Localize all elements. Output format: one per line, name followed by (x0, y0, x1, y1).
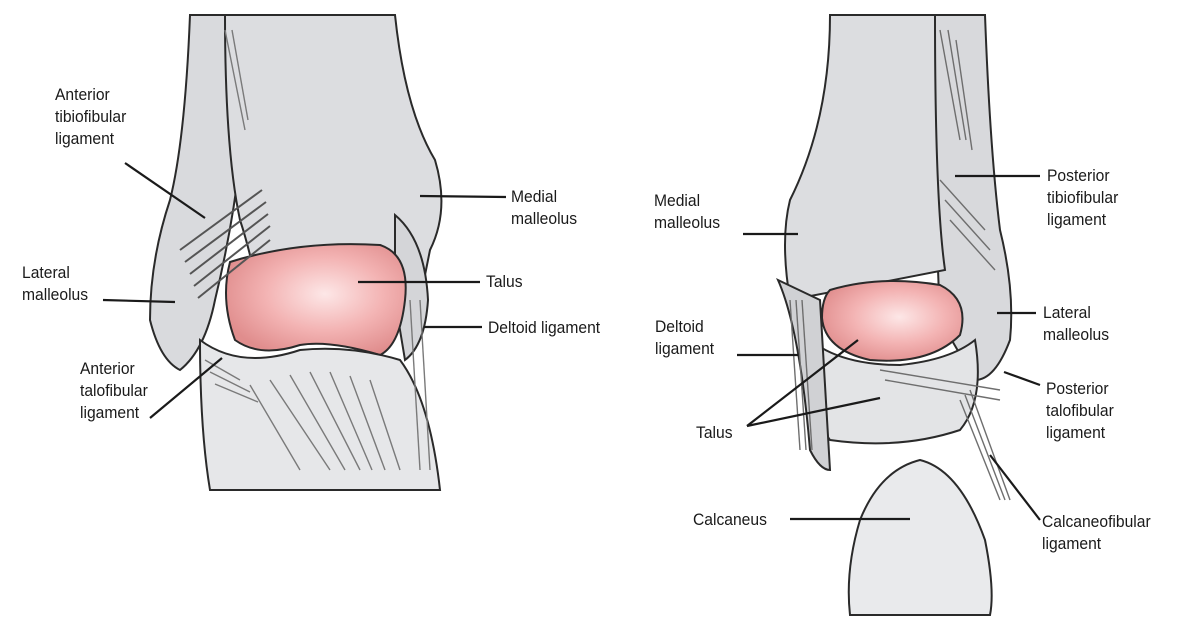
foot-lower-anterior (200, 340, 440, 490)
label-talus-posterior: Talus (696, 422, 733, 444)
label-deltoid-ligament-anterior: Deltoid ligament (488, 317, 600, 339)
calcaneus-posterior (849, 460, 992, 615)
label-medial-malleolus-posterior: Medial malleolus (654, 190, 720, 234)
label-posterior-tibiofibular-ligament: Posterior tibiofibular ligament (1047, 165, 1118, 231)
label-calcaneofibular-ligament: Calcaneofibular ligament (1042, 511, 1151, 555)
label-anterior-talofibular-ligament: Anterior talofibular ligament (80, 358, 148, 424)
label-lateral-malleolus-anterior: Lateral malleolus (22, 262, 88, 306)
label-deltoid-ligament-posterior: Deltoid ligament (655, 316, 714, 360)
label-calcaneus-posterior: Calcaneus (693, 509, 767, 531)
label-posterior-talofibular-ligament: Posterior talofibular ligament (1046, 378, 1114, 444)
label-medial-malleolus-anterior: Medial malleolus (511, 186, 577, 230)
leader-posterior-talofibular (1004, 372, 1040, 385)
leader-calcaneofibular (990, 455, 1040, 520)
posterior-view-drawing (778, 15, 1011, 615)
tibia-posterior (785, 15, 945, 300)
label-lateral-malleolus-posterior: Lateral malleolus (1043, 302, 1109, 346)
talus-cartilage-anterior (226, 244, 406, 355)
anterior-view-drawing (150, 15, 441, 490)
leader-medial-malleolus-left (420, 196, 506, 197)
label-talus-anterior: Talus (486, 271, 523, 293)
label-anterior-tibiofibular-ligament: Anterior tibiofibular ligament (55, 84, 126, 150)
talus-cartilage-posterior (822, 281, 963, 361)
